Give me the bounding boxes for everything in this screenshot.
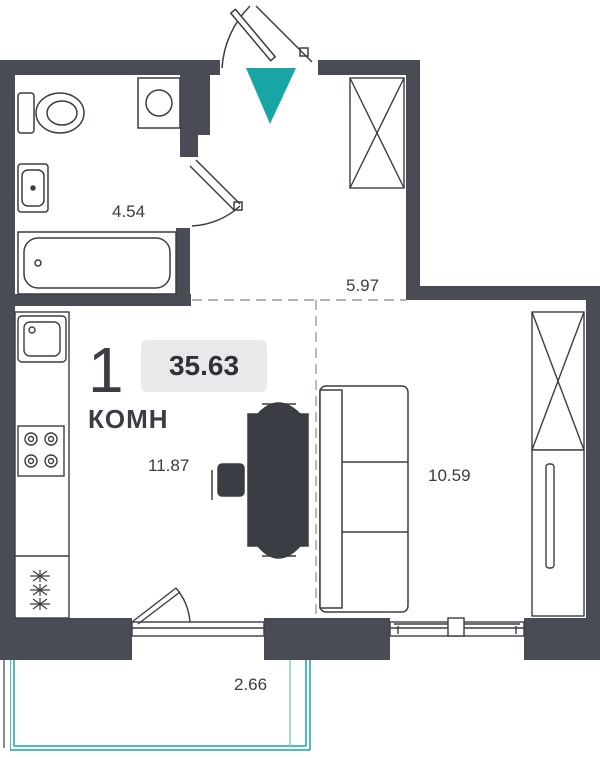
bathtub-icon	[17, 231, 177, 295]
dining-table-icon	[211, 402, 309, 559]
stove-icon	[17, 425, 65, 477]
sink-icon	[17, 163, 49, 213]
entrance-arrow-icon	[246, 68, 296, 124]
balcony-area-label: 2.66	[234, 675, 268, 694]
rooms-count: 1	[88, 334, 124, 406]
utility-marks	[30, 570, 50, 610]
entrance-door	[221, 5, 313, 69]
balcony-door	[131, 587, 265, 637]
wardrobe-icon	[531, 311, 585, 617]
toilet-icon	[17, 92, 85, 134]
bathroom-door	[189, 159, 243, 227]
bathroom-area-label: 4.54	[112, 202, 146, 221]
sofa-icon	[319, 385, 409, 613]
balcony-glazing	[9, 660, 311, 751]
kitchen-area-label: 11.87	[148, 456, 190, 475]
living-area-label: 10.59	[428, 466, 471, 485]
walls	[0, 60, 600, 660]
washing-machine-icon	[137, 77, 181, 129]
living-window	[389, 617, 525, 637]
rooms-unit-label: КОМН	[88, 404, 169, 434]
hallway-area-label: 5.97	[346, 276, 380, 295]
kitchen-counter	[14, 311, 70, 619]
total-area-badge: 35.63	[141, 340, 267, 392]
wardrobe-icon	[349, 77, 405, 189]
room-separators	[192, 299, 406, 618]
